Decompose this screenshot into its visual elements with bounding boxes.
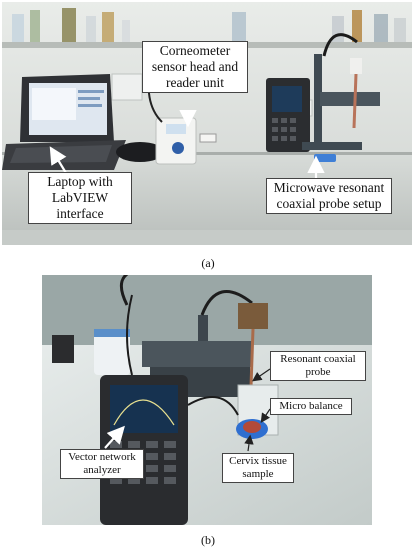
caption-b: (b) [201,533,215,547]
callout-resonant-probe: Resonant coaxial probe [270,351,366,381]
callout-micro-balance: Micro balance [270,398,352,415]
callout-corneometer: Corneometer sensor head and reader unit [142,41,248,93]
callout-vna: Vector network analyzer [60,449,144,479]
callout-cervix-sample: Cervix tissue sample [222,453,294,483]
caption-a: (a) [201,256,215,270]
callout-microwave: Microwave resonant coaxial probe setup [266,178,392,214]
callout-laptop: Laptop with LabVIEW interface [28,172,132,224]
lab-photo-b [42,275,372,525]
